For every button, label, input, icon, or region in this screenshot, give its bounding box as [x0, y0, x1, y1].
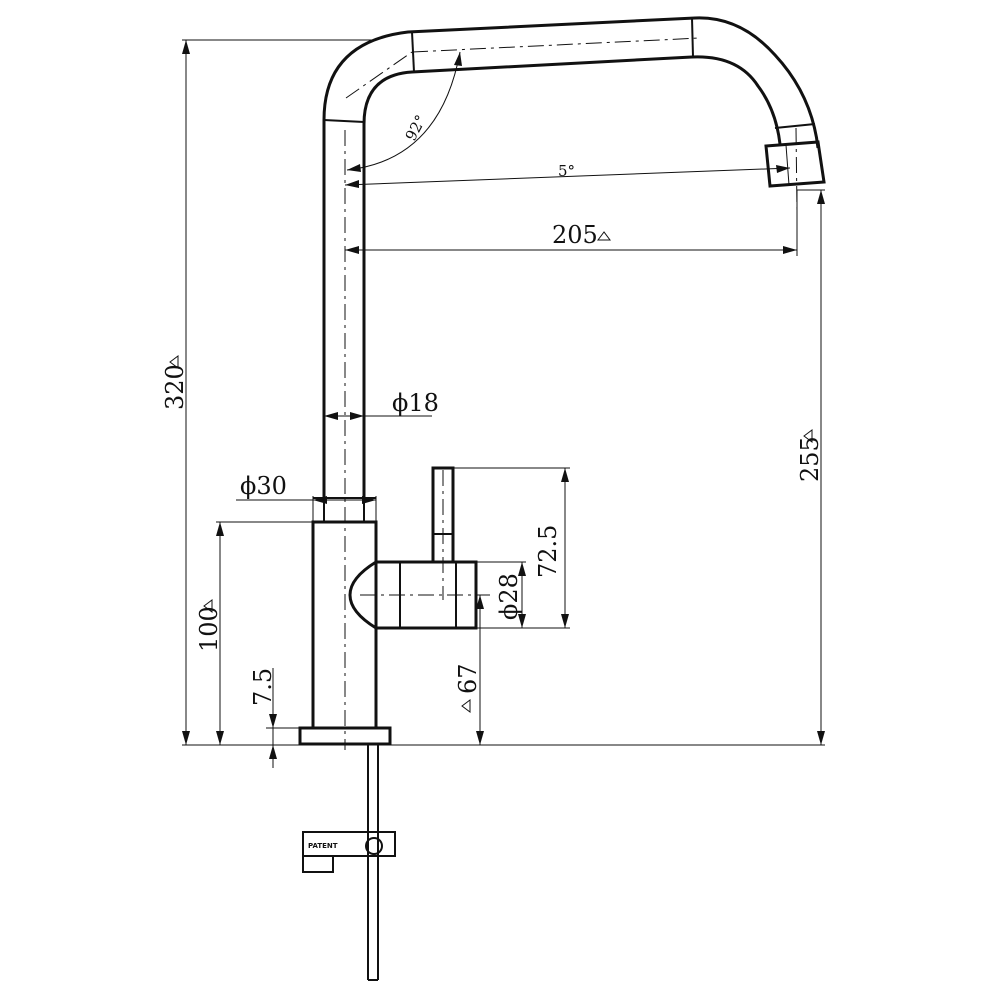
dim-30-arrow-left — [313, 496, 327, 504]
dim-205-arrow-left — [345, 246, 359, 254]
dim-92deg-arc — [346, 51, 461, 171]
spout-centerline — [345, 51, 413, 99]
dim-5deg-arrow-left — [345, 180, 359, 188]
dim-5deg-arrow-right — [776, 165, 790, 173]
dim-320-arrow-top — [182, 40, 190, 54]
dim-72.5-label: 72.5 — [534, 525, 562, 578]
dim-67-arrow-bottom — [476, 731, 484, 745]
mounting-bracket-clip — [302, 855, 334, 873]
spout-joint-3 — [323, 119, 365, 123]
dim-92deg-label: 92° — [402, 112, 430, 144]
handle-body — [348, 560, 478, 630]
dim-18-arrow-right — [350, 412, 364, 420]
dim-320-label: 320 — [161, 364, 189, 410]
dim-92deg-arrow-top — [454, 52, 462, 66]
dim-67-label: 67 — [454, 663, 482, 694]
dim-205-label: 205 — [552, 221, 598, 249]
dim-5deg-label: 5° — [558, 162, 575, 180]
dimension-labels: 320 100 7.5 ϕ30 ϕ18 205 5° 92° 72.5 ϕ28 … — [161, 112, 824, 713]
dim-255-arrow-top — [817, 190, 825, 204]
dim-18-label: ϕ18 — [392, 389, 439, 417]
dimension-lines — [182, 39, 825, 768]
mounting-bracket — [302, 831, 396, 857]
dim-7.5-label: 7.5 — [249, 668, 277, 706]
dim-100-arrow-top — [216, 522, 224, 536]
triangle-icon — [169, 355, 179, 369]
dim-28-label: ϕ28 — [495, 573, 523, 620]
aerator-outline — [764, 140, 826, 188]
dim-18-arrow-left — [324, 412, 338, 420]
spout-inner-contour — [362, 55, 782, 498]
triangle-icon — [597, 231, 611, 241]
dim-30-label: ϕ30 — [240, 472, 287, 500]
triangle-icon — [803, 429, 813, 443]
dim-7.5-arrow-top — [269, 714, 277, 728]
aerator-inner-line — [785, 144, 790, 186]
dim-255-label: 255 — [796, 436, 824, 482]
dim-28-arrow-bottom — [518, 614, 526, 628]
triangle-icon — [461, 699, 471, 713]
spout-outer-contour — [322, 16, 820, 498]
bracket-nut — [365, 837, 383, 855]
triangle-icon — [203, 599, 213, 613]
dim-100-arrow-bottom — [216, 731, 224, 745]
dim-28-arrow-top — [518, 562, 526, 576]
dim-7.5-arrow-bottom — [269, 745, 277, 759]
dim-67-arrow-top — [476, 595, 484, 609]
dim-30-arrow-right — [362, 496, 376, 504]
dim-100-label: 100 — [195, 606, 223, 652]
dim-320-arrow-bottom — [182, 731, 190, 745]
dim-255-arrow-bottom — [817, 731, 825, 745]
dim-92deg-arrow-bottom — [347, 164, 361, 172]
dim-72.5-arrow-bottom — [561, 614, 569, 628]
patent-mark: PATENT — [308, 842, 338, 850]
spout-joint-2 — [691, 17, 694, 58]
spout-joint-4 — [774, 123, 816, 129]
spout-centerline-top — [411, 37, 701, 53]
dim-205-arrow-right — [783, 246, 797, 254]
dim-5deg-line — [344, 167, 791, 186]
dim-72.5-arrow-top — [561, 468, 569, 482]
